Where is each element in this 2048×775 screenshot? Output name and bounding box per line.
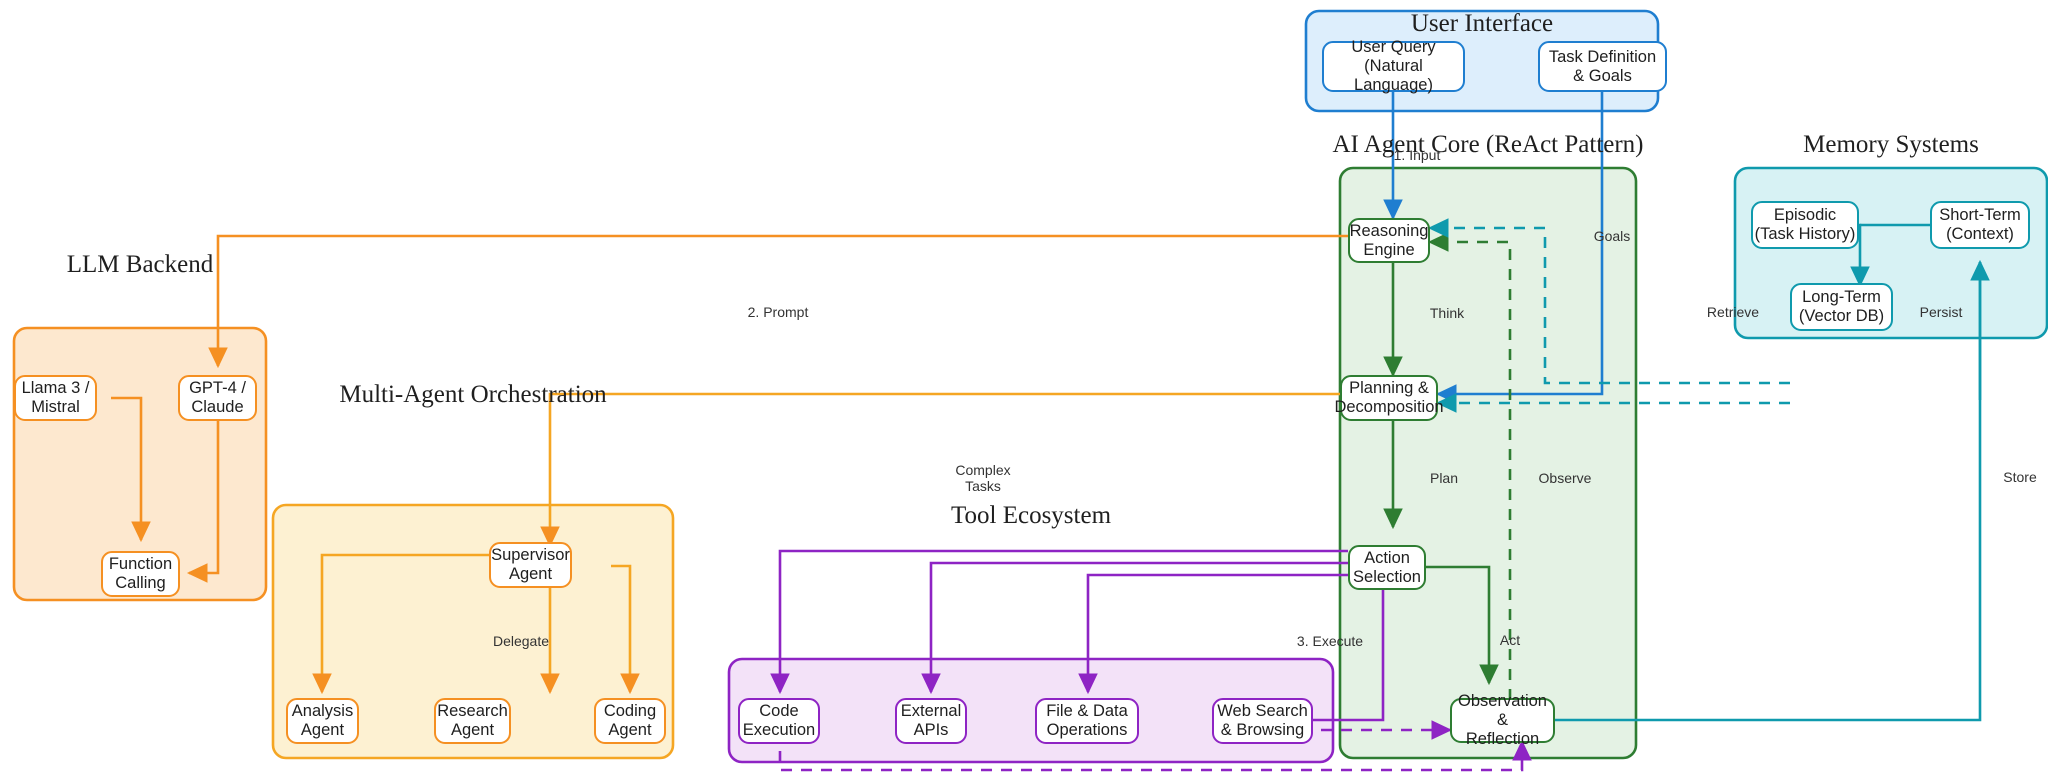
edge-action-to-file-data <box>1078 573 1348 695</box>
node-file-data-operations[interactable]: File & Data Operations <box>1035 698 1139 744</box>
edge-label-goals: Goals <box>1593 227 1631 244</box>
edge-label-delegate: Delegate <box>492 632 550 649</box>
cluster-tool-ecosystem <box>727 657 1335 764</box>
node-external-apis[interactable]: External APIs <box>895 698 967 744</box>
node-reasoning-engine[interactable]: Reasoning Engine <box>1348 218 1430 263</box>
node-code-execution[interactable]: Code Execution <box>738 698 820 744</box>
node-function-calling[interactable]: Function Calling <box>101 551 180 597</box>
node-gpt4-claude[interactable]: GPT-4 / Claude <box>178 375 257 421</box>
node-episodic-memory[interactable]: Episodic (Task History) <box>1751 201 1859 249</box>
cluster-title-user-interface: User Interface <box>1410 10 1554 37</box>
edge-label-act: Act <box>1499 631 1521 648</box>
edge-label-retrieve: Retrieve <box>1706 303 1760 320</box>
cluster-title-llm-backend: LLM Backend <box>66 251 214 278</box>
node-web-search-browsing[interactable]: Web Search & Browsing <box>1212 698 1313 744</box>
edge-label-plan: Plan <box>1429 469 1459 486</box>
edge-action-to-observation <box>1425 565 1499 686</box>
edge-action-to-code-execution <box>770 549 1348 695</box>
node-research-agent[interactable]: Research Agent <box>434 698 511 744</box>
edge-action-to-web-search <box>1278 590 1385 730</box>
edge-code-execution-to-observation <box>778 731 1532 772</box>
edge-label-persist: Persist <box>1919 303 1963 320</box>
edge-gpt4-to-function-calling <box>186 412 220 583</box>
edge-label-observe: Observe <box>1538 469 1592 486</box>
edge-label-complex-tasks: Complex Tasks <box>955 461 1011 494</box>
cluster-title-ai-agent-core: AI Agent Core (ReAct Pattern) <box>1332 131 1644 158</box>
edge-observation-to-short-term <box>1530 262 1982 722</box>
edge-label-think: Think <box>1429 304 1465 321</box>
edge-planning-to-supervisor <box>540 392 1356 548</box>
edge-label-input: 1. Input <box>1393 146 1441 163</box>
node-supervisor-agent[interactable]: Supervisor Agent <box>489 542 572 588</box>
edge-label-prompt: 2. Prompt <box>747 303 809 320</box>
edge-label-execute: 3. Execute <box>1296 632 1364 649</box>
node-task-definition[interactable]: Task Definition & Goals <box>1538 41 1667 92</box>
cluster-multi-agent-orchestration <box>271 503 675 760</box>
edge-action-to-external-apis <box>921 561 1348 695</box>
edge-supervisor-to-coding <box>611 564 640 695</box>
node-analysis-agent[interactable]: Analysis Agent <box>286 698 359 744</box>
edge-task-definition-to-planning <box>1435 92 1604 404</box>
edge-supervisor-to-analysis <box>312 553 489 695</box>
cluster-title-tool-ecosystem: Tool Ecosystem <box>950 502 1112 529</box>
node-long-term-memory[interactable]: Long-Term (Vector DB) <box>1790 283 1893 331</box>
node-action-selection[interactable]: Action Selection <box>1348 545 1426 590</box>
cluster-title-multi-agent-orchestration: Multi-Agent Orchestration <box>339 381 607 408</box>
node-short-term-memory[interactable]: Short-Term (Context) <box>1930 201 2030 249</box>
node-user-query[interactable]: User Query (Natural Language) <box>1322 38 1465 94</box>
node-llama-mistral[interactable]: Llama 3 / Mistral <box>14 375 97 421</box>
edge-llama-to-function-calling <box>111 396 151 543</box>
edge-label-store: Store <box>2003 468 2037 485</box>
cluster-title-memory-systems: Memory Systems <box>1803 131 1979 158</box>
edge-reasoning-to-gpt4 <box>208 234 1356 369</box>
cluster-ai-agent-core <box>1338 166 1638 760</box>
node-observation-reflection[interactable]: Observation & Reflection <box>1450 692 1555 748</box>
node-coding-agent[interactable]: Coding Agent <box>594 698 666 744</box>
edge-long-term-to-reasoning <box>1427 218 1790 385</box>
node-planning-decomposition[interactable]: Planning & Decomposition <box>1334 375 1444 421</box>
